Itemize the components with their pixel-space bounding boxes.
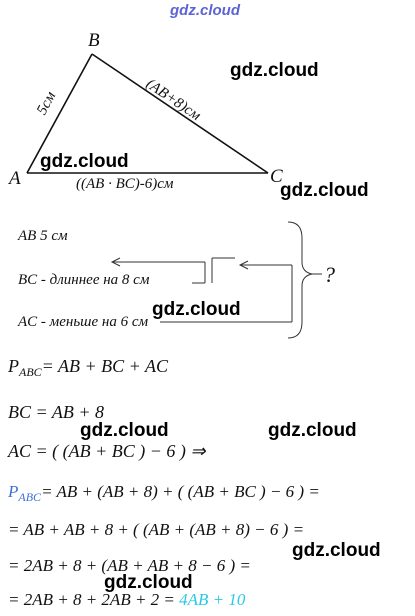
watermark: gdz.cloud [292,540,381,561]
condition-bc: BC - длиннее на 8 см [18,272,150,288]
equation-rest: = AB + (AB + 8) + ( (AB + BC ) − 6 ) = [41,482,320,501]
condition-ab: AB 5 см [18,228,68,244]
watermark: gdz.cloud [40,151,129,172]
watermark: gdz.cloud [80,420,169,441]
perimeter-subscript: ABC [19,365,42,379]
equation-bc: BC = AB + 8 [8,402,104,422]
perimeter-symbol: P [8,356,19,376]
watermark: gdz.cloud [152,299,241,320]
perimeter-subscript: ABC [18,490,42,504]
vertex-b-label: B [88,30,100,51]
equation-rest: = AB + BC + AC [41,356,168,376]
watermark: gdz.cloud [280,180,369,201]
perimeter-symbol: P [8,482,19,501]
side-ac-label: ((AB · BC)-6)см [76,176,174,192]
equation-answer: 4AB + 10 [179,590,246,609]
vertex-c-label: C [270,166,283,187]
equation-step-2: = 2AB + 8 + (AB + AB + 8 − 6 ) = [8,556,251,575]
equation-result-main: = 2AB + 8 + 2AB + 2 = [8,590,180,609]
top-watermark: gdz.cloud [170,2,240,19]
watermark: gdz.cloud [104,572,193,593]
equation-ac: AC = ( (AB + BC ) − 6 ) ⇒ [8,441,206,461]
question-mark: ? [324,262,335,287]
equation-perimeter-expanded: PABC= AB + (AB + 8) + ( (AB + BC ) − 6 )… [8,482,320,505]
vertex-a-label: A [9,168,21,189]
equation-perimeter: PABC= AB + BC + AC [8,356,168,380]
condition-ac: AC - меньше на 6 см [18,314,149,330]
equation-step-1: = AB + AB + 8 + ( (AB + (AB + 8) − 6 ) = [8,520,305,539]
equation-result: = 2AB + 8 + 2AB + 2 = 4AB + 10 [8,590,245,610]
watermark: gdz.cloud [230,60,319,81]
watermark: gdz.cloud [268,420,357,441]
